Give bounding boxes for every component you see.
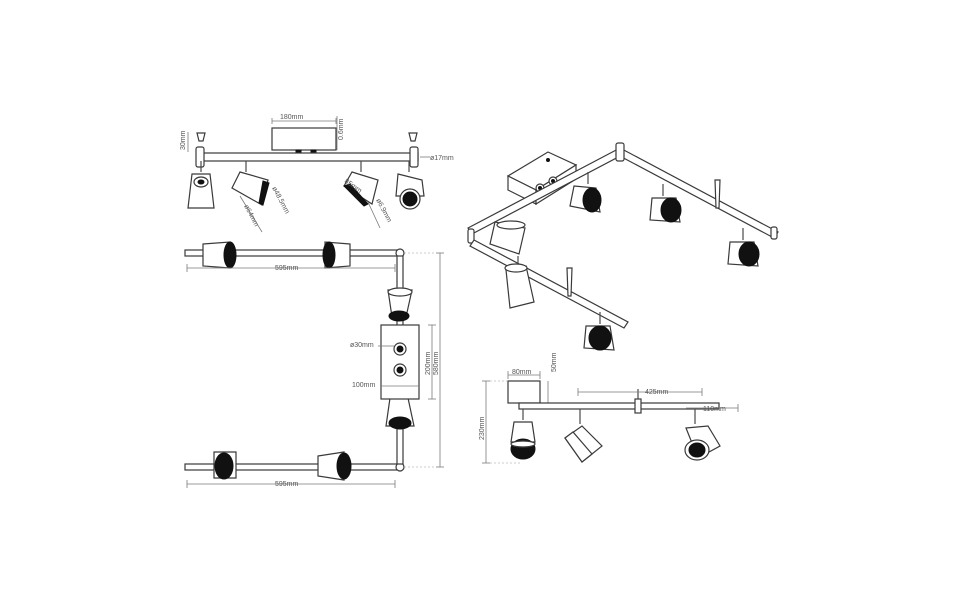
side-canopy-height-label: 50mm [551,352,558,372]
front-canopy-width-label: 180mm [280,114,304,121]
top-total-height-label: 580mm [433,351,440,375]
front-bar-diameter-label: ø17mm [430,155,454,162]
side-canopy [507,380,541,404]
side-spot-2 [564,409,603,463]
top-arm-lower-label: 595mm [275,481,299,488]
side-bar [518,402,720,410]
top-canopy [380,324,420,400]
top-spot-4 [385,397,415,430]
top-spot-3 [387,287,413,322]
front-canopy [271,127,337,151]
side-spot-3 [684,409,721,461]
front-joint-diameter-label: ø6.9mm [374,198,392,224]
iso-spot-6 [583,312,615,351]
side-end-offset-label: 110mm [703,406,726,413]
side-spot-1 [510,409,536,460]
iso-arm-right [615,147,779,239]
top-view: 595mm 595mm ø30mm 100mm 200mm 580mm [184,241,444,488]
top-arm-upper-label: 595mm [275,265,299,272]
top-spot-5 [213,451,237,480]
iso-spot-4 [727,228,760,267]
top-hole-diameter-label: ø30mm [350,342,374,349]
top-spot-2 [322,241,351,269]
front-view: 180mm 0.6mm 30mm ø17mm ø48.5mm ø64 [180,114,454,233]
front-spot-3 [343,161,379,207]
top-spot-6 [317,451,352,481]
front-shade-small-label: ø48.5mm [270,186,290,216]
front-knob-left [196,132,206,142]
front-canopy-depth-label: 0.6mm [338,118,345,140]
top-spot-1 [202,241,237,269]
front-bar [197,152,419,162]
side-view: 80mm 50mm 425mm 110mm 230mm [479,352,739,464]
top-canopy-height-label: 200mm [425,351,432,375]
top-canopy-width-label: 100mm [352,382,376,389]
front-knob-height-label: 30mm [180,130,187,150]
side-spacing-label: 425mm [645,389,669,396]
iso-spot-3 [649,184,682,223]
iso-spot-5 [504,256,535,309]
front-spot-4 [395,161,425,210]
iso-spot-1 [489,220,526,255]
side-total-height-label: 230mm [479,416,486,440]
isometric-view [467,142,779,351]
front-spot-1 [187,161,215,209]
side-canopy-width-label: 80mm [512,369,532,376]
front-spot-2 [231,161,270,206]
front-knob-right [408,132,418,142]
iso-spot-2 [569,172,602,213]
iso-arm-lower [469,239,629,329]
